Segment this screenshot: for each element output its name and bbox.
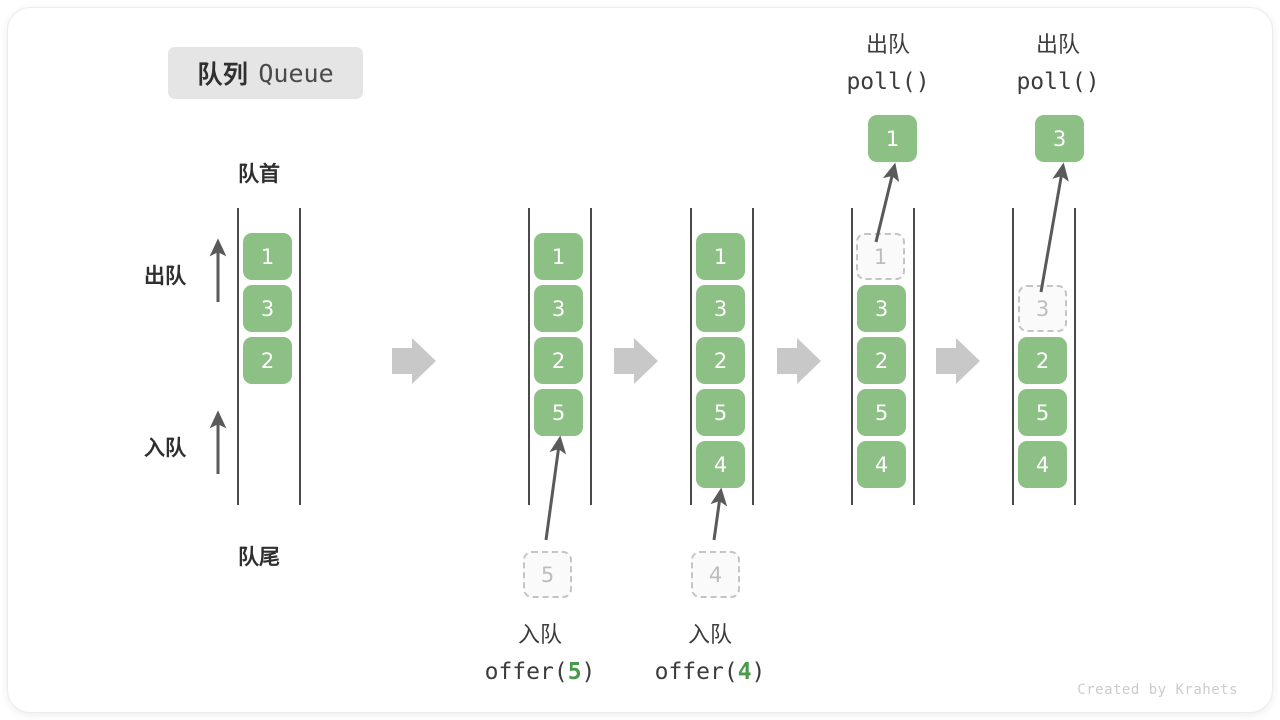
offer-5-code-suffix: ): [581, 659, 596, 685]
polled-result: 3: [1035, 115, 1084, 162]
queue-item-new: 4: [696, 441, 745, 488]
poll-1-label: 出队 poll(): [808, 28, 968, 100]
poll-1-label-cn: 出队: [865, 33, 910, 58]
queue-item: 2: [696, 337, 745, 384]
title-english: Queue: [258, 58, 334, 88]
queue-item: 5: [1018, 389, 1067, 436]
queue-item: 2: [243, 337, 292, 384]
front-label: 队首: [238, 162, 280, 186]
queue-rail-left-3: [690, 208, 692, 505]
queue-item: 5: [696, 389, 745, 436]
queue-item: 2: [857, 337, 906, 384]
rear-label: 队尾: [238, 545, 280, 569]
queue-item: 2: [1018, 337, 1067, 384]
queue-rail-right-5: [1074, 208, 1076, 505]
enqueue-label: 入队: [144, 436, 186, 460]
queue-item: 4: [1018, 441, 1067, 488]
removed-item: 3: [1018, 285, 1067, 332]
queue-item: 1: [696, 233, 745, 280]
offer-5-arg: 5: [567, 659, 582, 685]
poll-3-label-code: poll(): [1016, 69, 1100, 95]
offer-4-code-suffix: ): [751, 659, 766, 685]
offer-4-label-code: offer(4): [610, 654, 810, 690]
title-badge: 队列 Queue: [168, 47, 363, 99]
offer-5-code-prefix: offer(: [484, 659, 568, 685]
queue-rail-right-1: [299, 208, 301, 505]
offer-5-label-code: offer(5): [440, 654, 640, 690]
watermark: Created by Krahets: [1077, 682, 1238, 698]
pending-item: 5: [523, 551, 572, 598]
queue-item-new: 5: [534, 389, 583, 436]
offer-5-label-cn: 入队: [517, 623, 562, 648]
queue-rail-right-3: [752, 208, 754, 505]
queue-item: 1: [243, 233, 292, 280]
queue-rail-left-1: [237, 208, 239, 505]
card-frame: [8, 8, 1272, 712]
queue-item: 4: [857, 441, 906, 488]
queue-rail-right-4: [913, 208, 915, 505]
dequeue-label: 出队: [144, 264, 186, 288]
poll-1-label-code: poll(): [846, 69, 930, 95]
offer-4-label-cn: 入队: [687, 623, 732, 648]
poll-3-label-cn: 出队: [1035, 33, 1080, 58]
queue-item: 3: [857, 285, 906, 332]
queue-rail-left-2: [528, 208, 530, 505]
queue-item: 3: [696, 285, 745, 332]
pending-item: 4: [691, 551, 740, 598]
offer-4-code-prefix: offer(: [654, 659, 738, 685]
poll-3-label: 出队 poll(): [978, 28, 1138, 100]
queue-rail-left-4: [851, 208, 853, 505]
queue-item: 3: [534, 285, 583, 332]
removed-item: 1: [856, 233, 905, 280]
title-chinese: 队列: [197, 60, 249, 89]
queue-rail-left-5: [1012, 208, 1014, 505]
queue-rail-right-2: [590, 208, 592, 505]
offer-5-label: 入队 offer(5): [440, 618, 640, 690]
polled-result: 1: [868, 115, 917, 162]
queue-item: 2: [534, 337, 583, 384]
offer-4-arg: 4: [737, 659, 752, 685]
queue-item: 3: [243, 285, 292, 332]
offer-4-label: 入队 offer(4): [610, 618, 810, 690]
queue-item: 1: [534, 233, 583, 280]
queue-item: 5: [857, 389, 906, 436]
